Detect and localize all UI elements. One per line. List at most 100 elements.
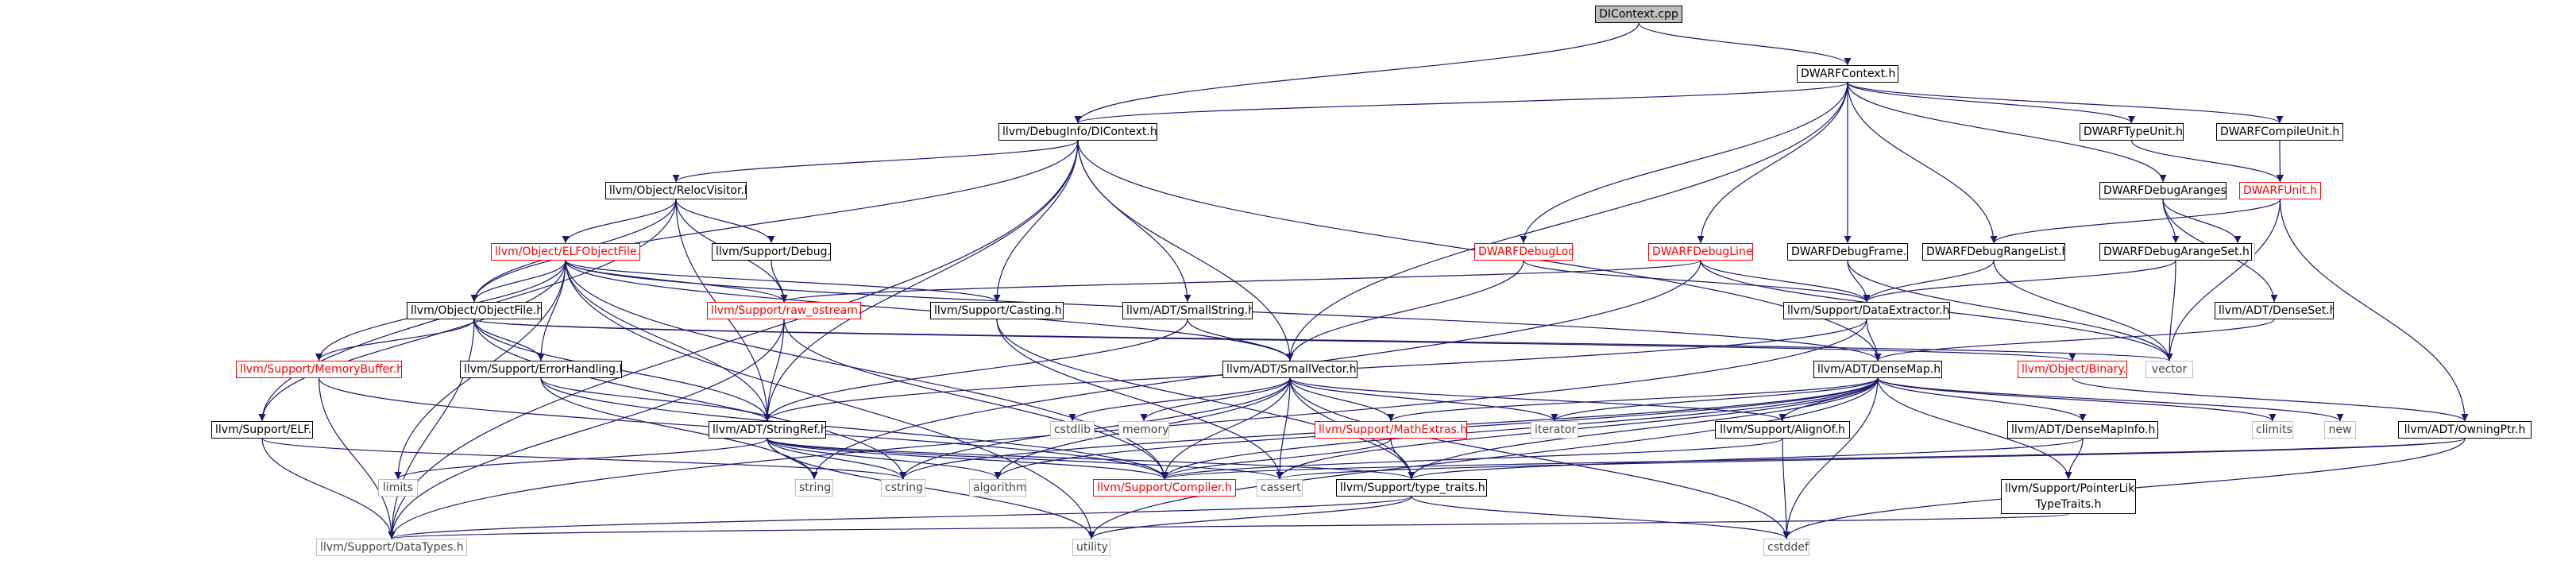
node-objectfile-h[interactable]: llvm/Object/ObjectFile.h — [407, 302, 542, 319]
edge-typetraits-to-datatypes — [388, 496, 1412, 539]
edge-stringref-to-compiler — [767, 438, 1168, 480]
edge-objectfile-to-cstring — [473, 319, 907, 480]
edge-typeunit-to-unit — [2130, 140, 2284, 183]
node-utility[interactable]: utility — [1072, 539, 1110, 556]
node-root-dicontext-cpp[interactable]: DIContext.cpp — [1595, 6, 1682, 23]
node-raw-ostream-h[interactable]: llvm/Support/raw_ostream.h — [707, 302, 861, 319]
node-smallstring-h[interactable]: llvm/ADT/SmallString.h — [1122, 302, 1253, 319]
node-dwarfdebugline-h[interactable]: DWARFDebugLine.h — [1648, 243, 1753, 261]
node-cstring[interactable]: cstring — [881, 479, 925, 497]
edge-debugframe-to-vector — [1847, 260, 2173, 361]
edge-densemap-to-compiler — [1161, 377, 1879, 480]
node-smallvector-h[interactable]: llvm/ADT/SmallVector.h — [1222, 361, 1358, 378]
edge-dicontext-to-datatypes — [388, 140, 1079, 539]
node-type-traits-h[interactable]: llvm/Support/type_traits.h — [1336, 479, 1487, 497]
edge-mathextras-to-typetraits — [1390, 438, 1415, 480]
edge-mathextras-to-compiler — [1161, 438, 1392, 480]
edge-rawostream-to-stringref — [763, 319, 785, 422]
node-string[interactable]: string — [795, 479, 833, 497]
node-mathextras-h[interactable]: llvm/Support/MathExtras.h — [1315, 421, 1467, 439]
edge-rawostream-to-datatypes — [388, 319, 785, 539]
node-binary-h[interactable]: llvm/Object/Binary.h — [2018, 361, 2127, 378]
node-elf-h[interactable]: llvm/Support/ELF.h — [211, 421, 313, 439]
node-dwarfcompileunit-h[interactable]: DWARFCompileUnit.h — [2216, 123, 2343, 141]
node-debug-h[interactable]: llvm/Support/Debug.h — [712, 243, 831, 261]
node-cstddef[interactable]: cstddef — [1763, 539, 1809, 556]
edge-stringref-to-limits — [394, 438, 768, 480]
edge-objectfile-to-vector — [473, 319, 2172, 361]
node-dataextractor-h[interactable]: llvm/Support/DataExtractor.h — [1783, 302, 1950, 319]
edge-dicontext-to-smallvector — [1077, 140, 1294, 361]
edge-densemapinfo-to-pointerlike — [2064, 438, 2084, 480]
node-owningptr-h[interactable]: llvm/ADT/OwningPtr.h — [2398, 421, 2532, 439]
edge-dicontext-to-stringref — [763, 140, 1079, 422]
edge-smallvector-to-iterator — [1289, 377, 1558, 422]
node-elfobjectfile-h[interactable]: llvm/Object/ELFObjectFile.h — [491, 243, 640, 261]
edge-stringref-to-cassert — [767, 438, 1284, 480]
node-climits[interactable]: climits — [2252, 421, 2293, 439]
node-limits[interactable]: limits — [378, 479, 418, 497]
edge-smallvector-to-cstddef — [1289, 377, 1790, 539]
edge-pointerlike-to-datatypes — [388, 513, 2069, 539]
edge-debugloc-to-smallvector — [1286, 260, 1524, 361]
node-densemapinfo-h[interactable]: llvm/ADT/DenseMapInfo.h — [2007, 421, 2158, 439]
edge-elfobjectfile-to-utility — [565, 260, 1095, 539]
edge-casting-to-cassert — [996, 319, 1284, 480]
node-errorhandling-h[interactable]: llvm/Support/ErrorHandling.h — [460, 361, 622, 378]
edge-elfobjectfile-to-casting — [565, 260, 1001, 303]
node-dwarfunit-h[interactable]: DWARFUnit.h — [2239, 182, 2321, 199]
edge-elfobjectfile-to-stringref — [565, 260, 771, 422]
edge-densemap-to-pointerlike — [1877, 377, 2072, 480]
node-memory[interactable]: memory — [1118, 421, 1169, 439]
node-densemap-h[interactable]: llvm/ADT/DenseMap.h — [1813, 361, 1942, 378]
edge-smallvector-to-cstring — [899, 377, 1291, 480]
node-denseset-h[interactable]: llvm/ADT/DenseSet.h — [2215, 302, 2334, 319]
edge-elf-to-datatypes — [261, 438, 396, 539]
edge-errorhandling-to-stringref — [540, 377, 771, 422]
edge-memorybuffer-to-datatypes — [318, 377, 396, 539]
edge-dwarfctx-to-debugloc — [1520, 82, 1848, 244]
edge-errorhandling-to-string — [540, 377, 818, 480]
node-dwarfcontext-h[interactable]: DWARFContext.h — [1797, 65, 1898, 83]
edge-elfobjectfile-to-objectfile — [470, 260, 566, 303]
node-dicontext-h[interactable]: llvm/DebugInfo/DIContext.h — [998, 123, 1157, 141]
node-iterator[interactable]: iterator — [1531, 421, 1578, 439]
edge-elfobjectfile-to-compiler — [565, 260, 1168, 480]
node-casting-h[interactable]: llvm/Support/Casting.h — [930, 302, 1064, 319]
edge-unit-to-owningptr — [2279, 199, 2469, 422]
node-cstdlib[interactable]: cstdlib — [1050, 421, 1095, 439]
edge-densemap-to-cassert — [1276, 377, 1879, 480]
node-datatypes-h[interactable]: llvm/Support/DataTypes.h — [316, 539, 467, 556]
edge-compileunit-to-unit — [2276, 140, 2284, 183]
node-dwarfdebugaranges-h[interactable]: DWARFDebugAranges.h — [2099, 182, 2226, 199]
node-dwarftypeunit-h[interactable]: DWARFTypeUnit.h — [2080, 123, 2184, 141]
node-dwarfdebugrangelist-h[interactable]: DWARFDebugRangeList.h — [1922, 243, 2065, 261]
node-stringref-h[interactable]: llvm/ADT/StringRef.h — [709, 421, 826, 439]
node-algorithm[interactable]: algorithm — [969, 479, 1026, 497]
node-alignof-h[interactable]: llvm/Support/AlignOf.h — [1715, 421, 1850, 439]
edge-debugline-to-rawostream — [780, 260, 1701, 303]
node-memorybuffer-h[interactable]: llvm/Support/MemoryBuffer.h — [236, 361, 402, 378]
edge-smallstring-to-smallvector — [1187, 319, 1294, 361]
edge-alignof-to-compiler — [1161, 438, 1783, 480]
node-dwarfdebugarangeset-h[interactable]: DWARFDebugArangeSet.h — [2099, 243, 2252, 261]
edge-typetraits-to-utility — [1087, 496, 1412, 539]
node-compiler-h[interactable]: llvm/Support/Compiler.h — [1093, 479, 1236, 497]
node-cassert[interactable]: cassert — [1257, 479, 1303, 497]
edge-relocvisitor-to-elfobjectfile — [562, 199, 677, 244]
node-relocvisitor-h[interactable]: llvm/Object/RelocVisitor.h — [605, 182, 747, 199]
node-dwarfdebugloc-h[interactable]: DWARFDebugLoc.h — [1474, 243, 1573, 261]
edge-arangeset-to-dataextractor — [1863, 260, 2176, 303]
node-pointerliketypetraits-h[interactable]: llvm/Support/PointerLike TypeTraits.h — [2001, 479, 2136, 514]
edge-densemap-to-climits — [1877, 377, 2277, 422]
edge-dwarfctx-to-rangelist — [1847, 82, 1998, 244]
node-vector[interactable]: vector — [2145, 361, 2193, 378]
edge-smallvector-to-cstdlib — [1068, 377, 1291, 422]
edge-alignof-to-cstddef — [1782, 438, 1790, 539]
edge-densemapinfo-to-typetraits — [1408, 438, 2084, 480]
node-dwarfdebugframe-h[interactable]: DWARFDebugFrame.h — [1787, 243, 1908, 261]
edge-smallstring-to-stringref — [763, 319, 1188, 422]
node-new[interactable]: new — [2324, 421, 2356, 439]
edge-objectfile-to-memorybuffer — [315, 319, 475, 361]
